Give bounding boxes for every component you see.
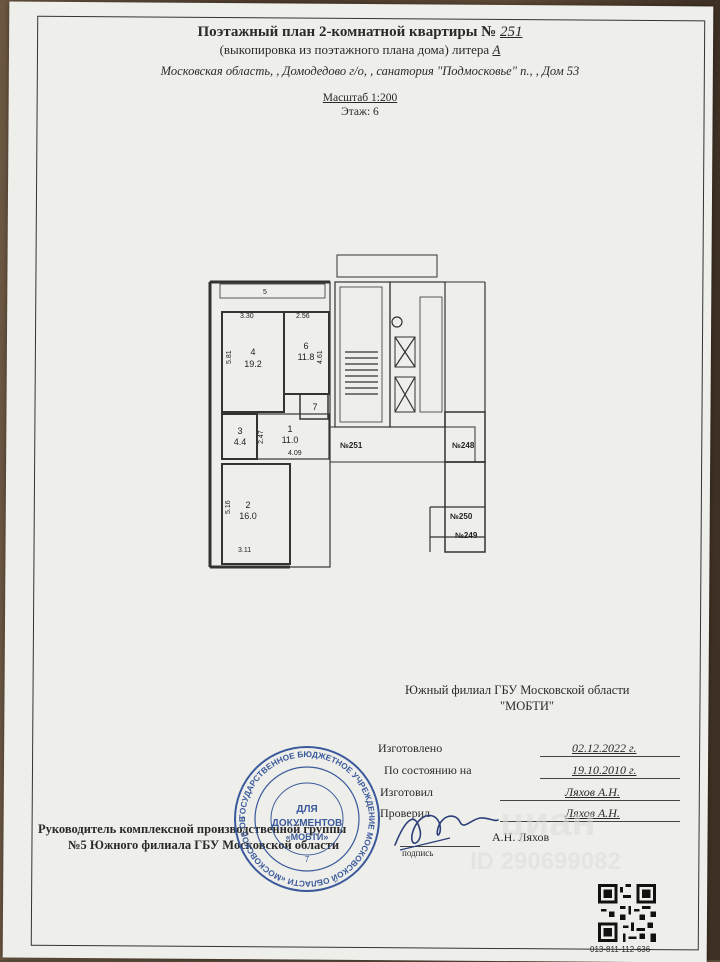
room-6-area: 11.8 (298, 352, 315, 362)
signer-name: А.Н. Ляхов (492, 830, 550, 844)
signature-caption: подпись (402, 848, 434, 858)
checked-value: Ляхов А.Н. (565, 806, 620, 820)
room-2-area: 16.0 (239, 511, 257, 521)
head-title-line2: №5 Южного филиала ГБУ Московской области (68, 838, 340, 852)
room-3-number: 3 (237, 426, 242, 436)
head-title-line1: Руководитель комплексной производственно… (38, 822, 347, 836)
dim-room1-width: 4.09 (288, 450, 302, 457)
made-value: 02.12.2022 г. (572, 741, 637, 755)
neighbor-251: №251 (340, 441, 363, 450)
address: Московская область, , Домодедово г/о, , … (160, 64, 580, 78)
made-label: Изготовлено (378, 741, 443, 755)
stamp-inner-1: ДЛЯ (296, 804, 317, 815)
neighbor-248: №248 (452, 441, 475, 450)
neighbor-249: №249 (455, 531, 478, 540)
litera-value: А (492, 42, 501, 57)
watermark-id: ID 290699082 (470, 848, 621, 875)
checked-label: Проверил (380, 806, 430, 820)
made-underline (540, 756, 680, 757)
room-6-number: 6 (303, 341, 308, 351)
title-text: Поэтажный план 2-комнатной квартиры № (197, 24, 497, 40)
dim-top: 5 (263, 289, 267, 296)
room-1-number: 1 (287, 424, 292, 434)
qr-code-number: 013-811-112-636 (590, 945, 651, 954)
state-underline (540, 778, 680, 779)
floor: Этаж: 6 (341, 106, 379, 118)
dim-room6-height: 4.61 (317, 350, 324, 364)
room-2-number: 2 (245, 500, 250, 510)
stamp-inner-3: «МОБТИ» (286, 832, 329, 842)
apartment-number: 251 (500, 24, 523, 40)
scale: Масштаб 1:200 (322, 92, 398, 104)
made-by-underline (500, 800, 680, 801)
dim-room2-width: 3.11 (238, 547, 251, 554)
qr-code (598, 884, 656, 942)
dim-room2-height: 5.16 (225, 500, 232, 514)
dim-room4-height: 5.81 (226, 350, 233, 364)
dim-room4-width: 3.30 (240, 313, 254, 320)
document-title: Поэтажный план 2-комнатной квартиры № 25… (0, 24, 720, 41)
room-4-area: 19.2 (244, 359, 262, 369)
made-by-value: Ляхов А.Н. (565, 785, 620, 799)
room-4-number: 4 (250, 347, 255, 357)
organization-name: Южный филиал ГБУ Московской области (405, 683, 630, 697)
dim-room3-height: 2.47 (258, 430, 265, 444)
dim-room6-width: 2.56 (296, 313, 310, 320)
round-stamp: ГОСУДАРСТВЕННОЕ БЮДЖЕТНОЕ УЧРЕЖДЕНИЕ МОС… (232, 744, 380, 892)
room-7-number: 7 (312, 402, 317, 412)
state-label: По состоянию на (384, 763, 472, 777)
floor-plan: 5 3.30 2.56 5.81 4.61 2.47 4.09 5.16 3.1… (208, 254, 486, 569)
state-value: 19.10.2010 г. (572, 763, 637, 777)
room-1-area: 11.0 (282, 435, 299, 445)
checked-underline (500, 821, 680, 822)
neighbor-250: №250 (450, 512, 473, 521)
stamp-number: 7 (305, 855, 310, 864)
signature-underline (400, 846, 480, 847)
organization-short: "МОБТИ" (500, 699, 555, 713)
room-3-area: 4.4 (234, 437, 247, 447)
subtitle-text: (выкопировка из поэтажного плана дома) л… (219, 42, 490, 57)
stamp-inner-2: ДОКУМЕНТОВ (272, 818, 343, 829)
handwritten-signature (394, 814, 499, 851)
made-by-label: Изготовил (380, 785, 434, 799)
watermark-brand: циан (500, 800, 596, 844)
document-subtitle: (выкопировка из поэтажного плана дома) л… (0, 42, 720, 58)
